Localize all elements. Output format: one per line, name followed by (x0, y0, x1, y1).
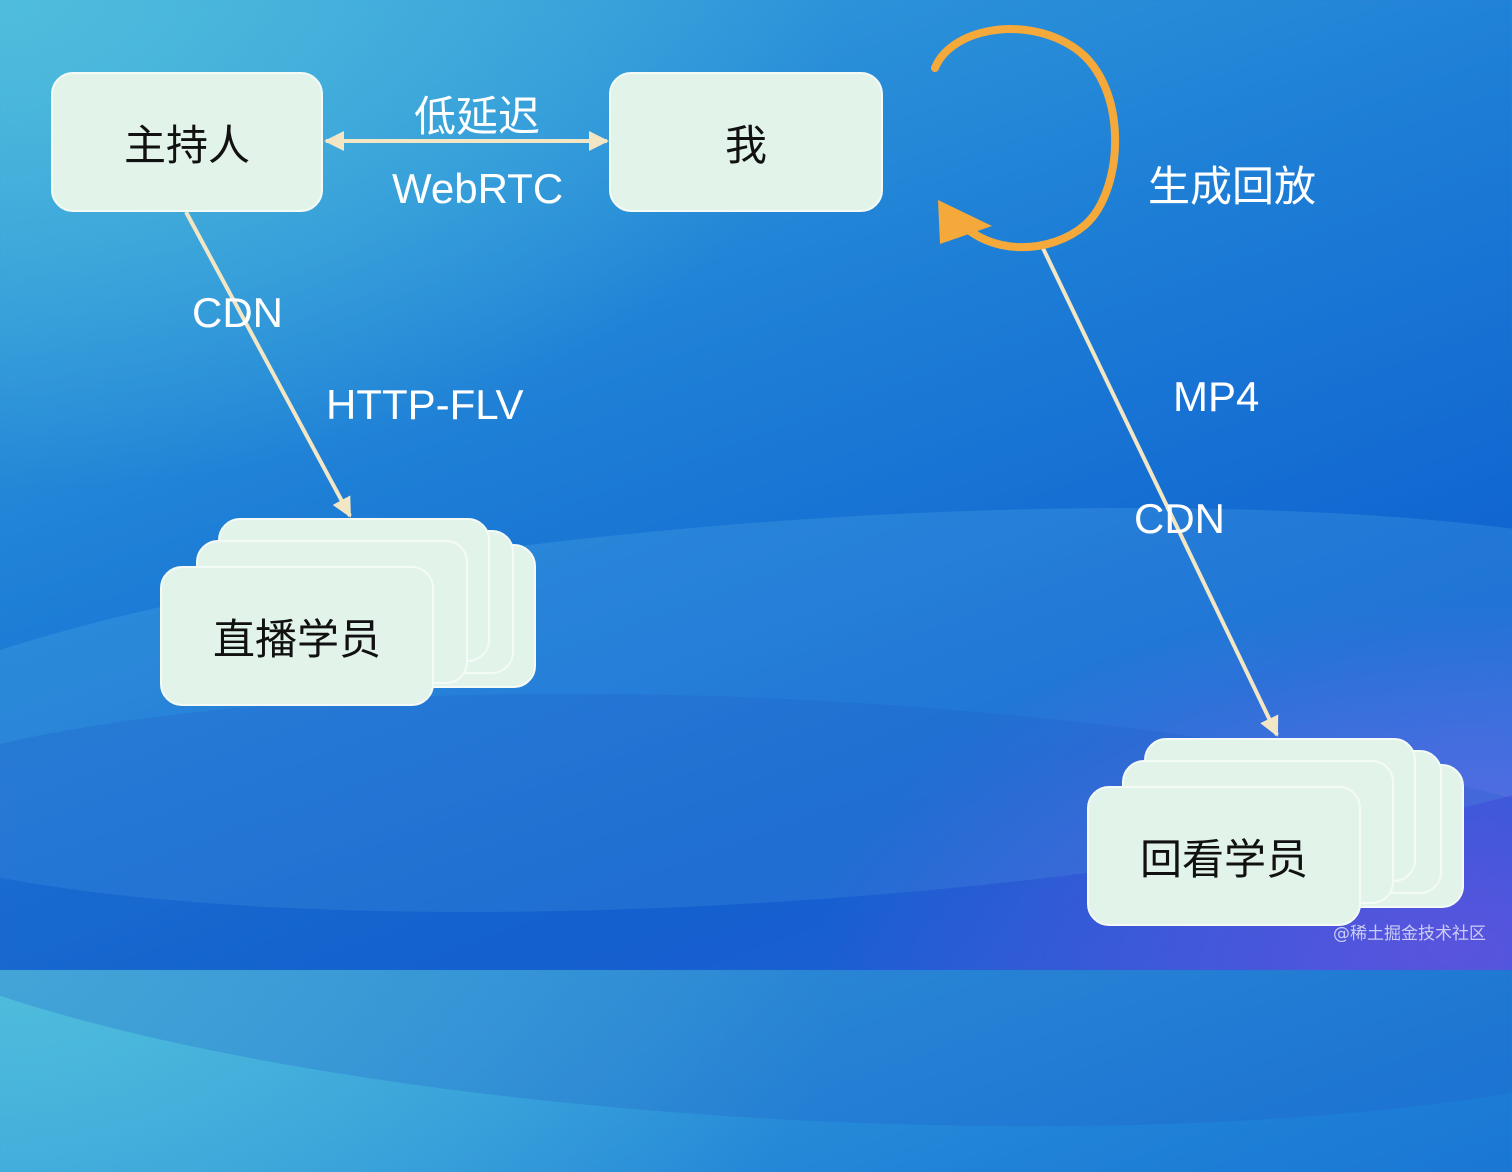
me-node: 我 (609, 72, 883, 212)
loop-arrowhead-icon (938, 200, 992, 244)
http-flv-label: HTTP-FLV (326, 381, 524, 428)
replay-students-label: 回看学员 (1139, 834, 1308, 884)
mp4-label: MP4 (1173, 373, 1260, 420)
host-to-live-students-connector (184, 211, 352, 518)
host-node: 主持人 (51, 72, 323, 212)
generate-replay-label: 生成回放 (1148, 162, 1317, 211)
me-label: 我 (724, 120, 767, 170)
replay-to-replay-students-connector (1038, 241, 1279, 737)
cdn-left-label: CDN (192, 289, 283, 336)
watermark: @稀土掘金技术社区 (1333, 924, 1486, 944)
low-latency-label: 低延迟 (414, 92, 541, 141)
connectors (184, 25, 1279, 737)
host-label: 主持人 (123, 120, 250, 170)
generate-replay-loop-arrow (931, 25, 1119, 252)
cdn-right-label: CDN (1134, 495, 1225, 542)
live-students-node: 直播学员 (160, 566, 434, 706)
webrtc-label: WebRTC (392, 165, 564, 212)
replay-students-node: 回看学员 (1087, 786, 1361, 926)
live-students-label: 直播学员 (212, 614, 381, 664)
